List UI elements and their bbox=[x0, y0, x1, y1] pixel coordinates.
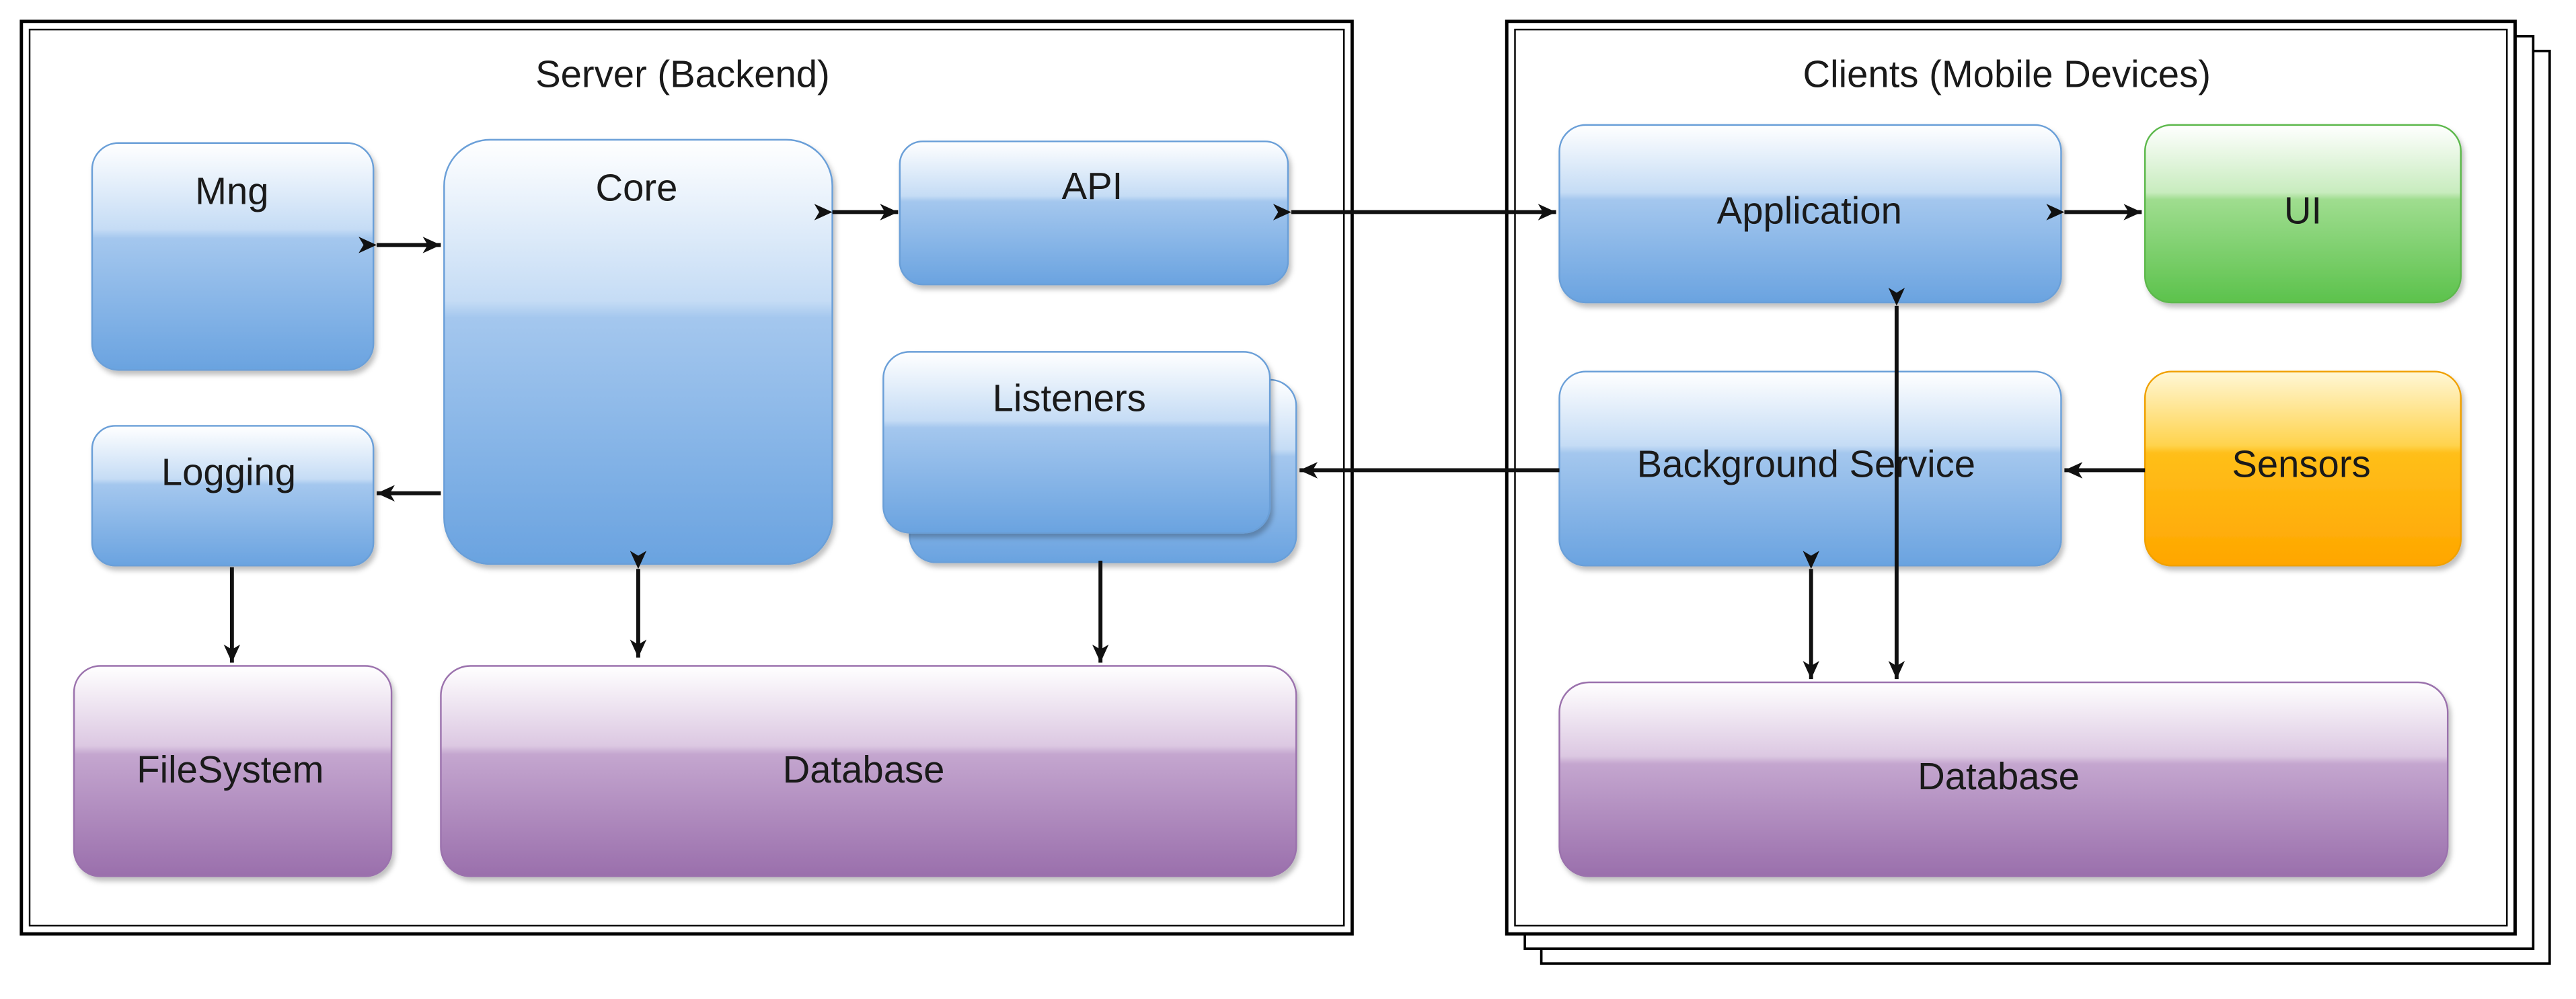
node-sensors[interactable]: Sensors bbox=[2144, 370, 2462, 567]
node-server-database[interactable]: Database bbox=[440, 665, 1297, 877]
node-application[interactable]: Application bbox=[1558, 124, 2062, 304]
node-api[interactable]: API bbox=[899, 141, 1289, 286]
node-logging[interactable]: Logging bbox=[91, 425, 375, 567]
node-core[interactable]: Core bbox=[443, 138, 833, 565]
node-background-service-label: Background Service bbox=[1637, 442, 1975, 485]
node-client-database[interactable]: Database bbox=[1558, 681, 2449, 877]
server-title: Server (Backend) bbox=[535, 53, 830, 95]
node-core-label: Core bbox=[596, 166, 678, 208]
node-client-database-label: Database bbox=[1918, 755, 2080, 797]
node-ui[interactable]: UI bbox=[2144, 124, 2462, 304]
architecture-diagram: Server (Backend) Clients (Mobile Devices… bbox=[20, 19, 2551, 965]
node-logging-label: Logging bbox=[161, 450, 296, 493]
node-ui-label: UI bbox=[2284, 190, 2322, 232]
node-listeners[interactable]: Listeners bbox=[882, 351, 1297, 563]
node-filesystem-label: FileSystem bbox=[137, 748, 324, 791]
node-listeners-label: Listeners bbox=[993, 376, 1146, 419]
node-application-label: Application bbox=[1717, 190, 1902, 232]
clients-title: Clients (Mobile Devices) bbox=[1803, 53, 2211, 95]
node-background-service[interactable]: Background Service bbox=[1558, 370, 2062, 567]
node-filesystem[interactable]: FileSystem bbox=[73, 665, 393, 877]
diagram-canvas: Server (Backend) Clients (Mobile Devices… bbox=[20, 19, 2551, 965]
node-sensors-label: Sensors bbox=[2232, 442, 2370, 485]
node-api-label: API bbox=[1062, 165, 1123, 207]
node-mng-label: Mng bbox=[195, 169, 268, 212]
node-server-database-label: Database bbox=[783, 748, 945, 791]
node-mng[interactable]: Mng bbox=[91, 142, 375, 371]
